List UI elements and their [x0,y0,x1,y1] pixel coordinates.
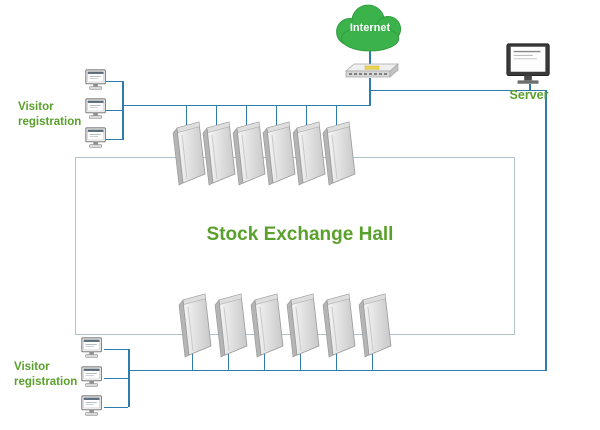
server-label: Server [509,88,549,102]
connection-line [371,350,373,371]
connection-line [335,105,337,135]
connection-line [106,138,122,140]
connection-line [369,89,546,91]
connection-line [529,84,531,91]
connection-line [335,350,337,371]
connection-line [104,377,128,379]
visitor-registration-label-top: Visitor registration [18,101,82,128]
server-monitor-icon [504,42,554,88]
connection-line [299,350,301,371]
connection-line [106,109,122,111]
turnstile-gate-icon [280,292,320,358]
connection-line [128,369,546,371]
turnstile-gate-icon [316,120,356,186]
connection-line [104,348,128,350]
turnstile-gate-icon [316,292,356,358]
connection-line [369,78,371,106]
connection-line [263,350,265,371]
connection-line [185,105,187,135]
turnstile-row-bottom [172,292,388,358]
connection-line [275,105,277,135]
connection-line [369,46,371,64]
connection-line [245,105,247,135]
visitor-registration-label-bottom: Visitor registration [14,361,78,388]
connection-line [106,80,122,82]
connection-line [191,350,193,371]
workstation-icon [84,68,110,94]
workstation-icon [80,394,106,420]
connection-line [128,348,130,407]
network-switch-icon [343,60,399,80]
turnstile-gate-icon [172,292,212,358]
turnstile-gate-icon [352,292,392,358]
connection-line [122,80,124,140]
connection-line [305,105,307,135]
turnstile-gate-icon [244,292,284,358]
workstation-icon [80,336,106,362]
turnstile-gate-icon [208,292,248,358]
turnstile-row-top [166,120,346,186]
hall-label: Stock Exchange Hall [206,224,394,245]
internet-label: Internet [349,22,391,34]
connection-line [227,350,229,371]
workstation-icon [84,126,110,152]
connection-line [104,406,128,408]
connection-line [545,90,547,371]
connection-line [215,105,217,135]
